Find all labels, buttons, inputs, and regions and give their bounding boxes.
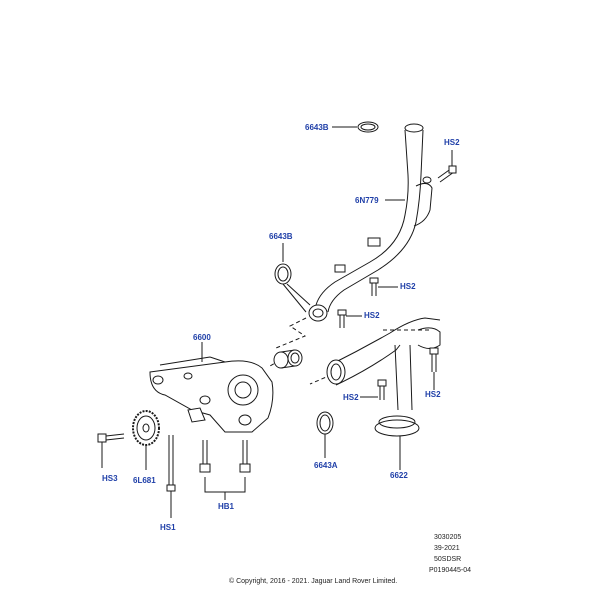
callout-6n779: 6N779	[355, 196, 379, 205]
callout-6l681: 6L681	[133, 476, 156, 485]
callout-hs2-mid-right: HS2	[400, 282, 416, 291]
callout-hs2-top: HS2	[444, 138, 460, 147]
bolt-hs2-lower-pickup	[377, 379, 387, 400]
sprocket-6l681	[132, 410, 160, 446]
callout-6643b-top: 6643B	[305, 123, 329, 132]
callout-6643b-mid: 6643B	[269, 232, 293, 241]
bolt-hb1-right	[239, 440, 251, 473]
callout-6643a: 6643A	[314, 461, 338, 470]
reference-code-1: 3030205	[434, 534, 462, 541]
callout-hs3: HS3	[102, 474, 118, 483]
bolt-hs2-mid	[369, 277, 379, 296]
reference-code-2: 39-2021	[434, 545, 460, 552]
bolt-hb1-left	[199, 440, 211, 473]
bolt-hs2-lower	[337, 309, 347, 328]
bolt-hs3	[97, 433, 125, 443]
copyright-notice: © Copyright, 2016 - 2021. Jaguar Land Ro…	[229, 578, 398, 585]
reference-code-3: 50SDSR	[434, 556, 462, 563]
callout-hs2-lower: HS2	[343, 393, 359, 402]
bolt-hs1	[166, 435, 176, 492]
oil-pump-6600	[149, 356, 274, 433]
callout-hs1: HS1	[160, 523, 176, 532]
o-ring-6643b-top	[357, 121, 379, 133]
spacer	[273, 349, 303, 369]
oil-pickup-6622	[326, 317, 441, 437]
bolt-hs2-top	[437, 165, 457, 183]
oil-tube-6n779	[308, 123, 433, 322]
callout-6622: 6622	[390, 471, 408, 480]
callout-6600: 6600	[193, 333, 211, 342]
callout-hs2-right: HS2	[425, 390, 441, 399]
bolt-hs2-right	[429, 347, 439, 372]
reference-code-4: P0190445-04	[429, 567, 472, 574]
callout-hs2-mid: HS2	[364, 311, 380, 320]
callout-hb1: HB1	[218, 502, 235, 511]
